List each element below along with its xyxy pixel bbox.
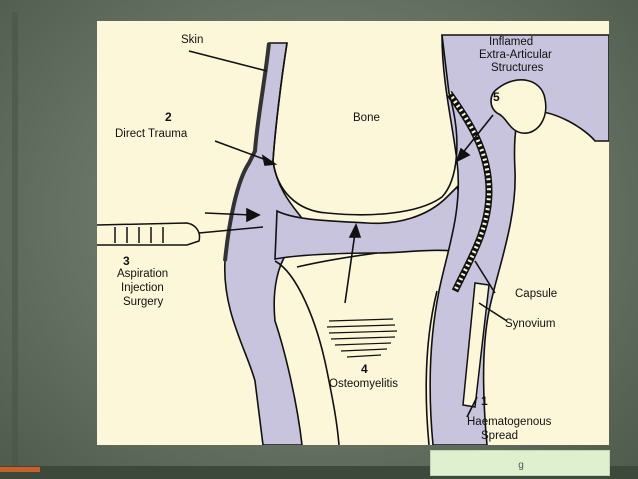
label-inflamed-2: Extra-Articular: [479, 49, 552, 61]
label-number-5: 5: [493, 90, 500, 104]
label-haematogenous: Haematogenous: [467, 416, 552, 428]
slide-frame-edge: [12, 12, 18, 467]
label-number-3: 3: [123, 254, 130, 268]
footer-text: g: [518, 460, 524, 471]
label-skin: Skin: [181, 34, 203, 46]
label-number-2: 2: [165, 110, 172, 124]
label-surgery: Surgery: [123, 296, 164, 308]
osteomyelitis-patch: [326, 318, 398, 358]
label-bone: Bone: [353, 112, 380, 124]
diagram-svg: Skin Inflamed Extra-Articular Structures…: [97, 34, 609, 445]
inflamed-structure-blob: [490, 79, 547, 134]
blood-vessel: [462, 282, 490, 408]
label-spread: Spread: [481, 430, 518, 442]
footer-accent: [0, 467, 40, 472]
label-capsule: Capsule: [515, 288, 557, 300]
label-number-4: 4: [361, 362, 368, 376]
label-injection: Injection: [121, 282, 164, 294]
label-inflamed-3: Structures: [491, 62, 544, 74]
lower-bone-outline: [274, 252, 438, 445]
label-inflamed-1: Inflamed: [489, 36, 533, 48]
label-aspiration: Aspiration: [117, 268, 168, 280]
syringe-icon: [97, 222, 264, 246]
joint-infection-diagram: Skin Inflamed Extra-Articular Structures…: [97, 21, 609, 445]
label-number-1: 1: [481, 394, 488, 408]
arrows: [188, 50, 508, 418]
label-direct-trauma: Direct Trauma: [115, 128, 188, 140]
footer-box: g: [430, 450, 610, 476]
capsule-hatching: [447, 91, 492, 292]
upper-bone-outline: [272, 34, 458, 216]
label-synovium: Synovium: [505, 318, 556, 330]
skin-edge: [223, 42, 271, 262]
label-osteomyelitis: Osteomyelitis: [329, 378, 398, 390]
